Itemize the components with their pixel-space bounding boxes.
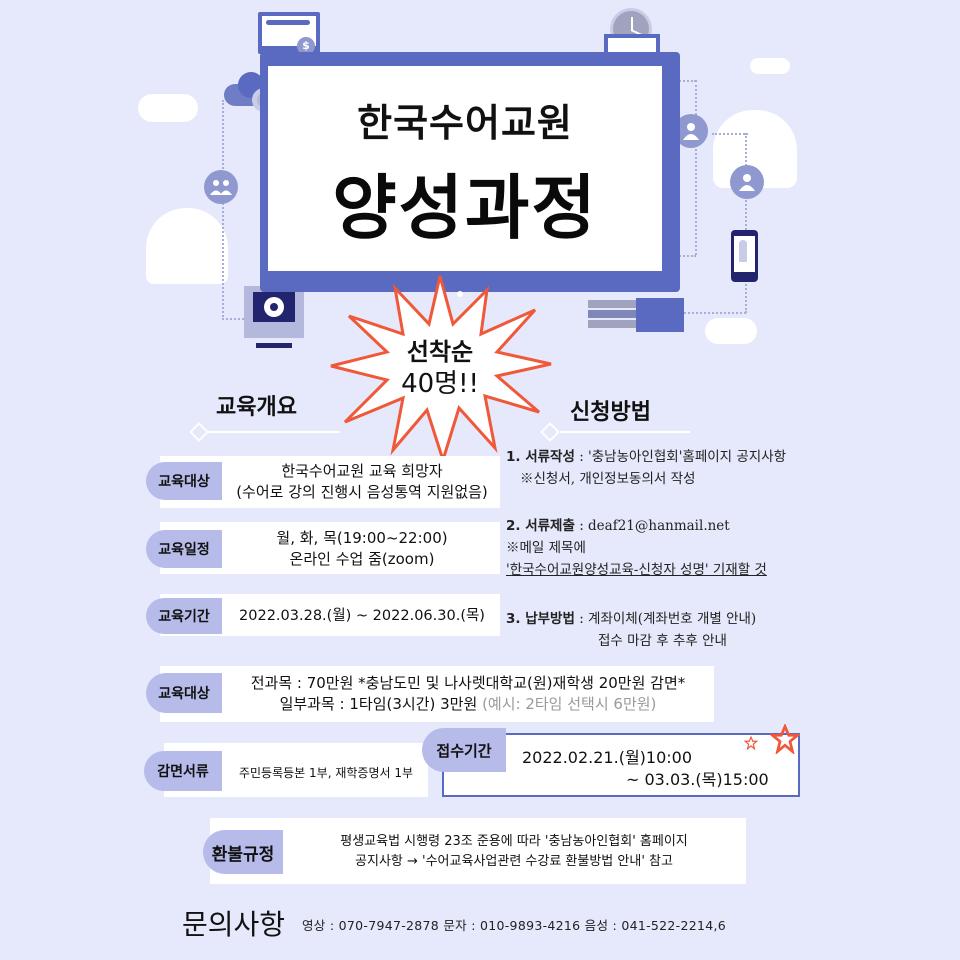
badge-line2: 40명!! bbox=[401, 369, 479, 399]
overview-divider bbox=[208, 431, 340, 433]
fee-text: 전과목 : 70만원 *충남도민 및 나사렛대학교(원)재학생 20만원 감면*… bbox=[250, 674, 686, 713]
screen-dot bbox=[457, 291, 463, 297]
laptop-icon bbox=[258, 12, 320, 54]
registration-period-tag: 접수기간 bbox=[422, 728, 506, 772]
apply-step-2: 2. 서류제출 : deaf21@hanmail.net ※메일 제목에 '한국… bbox=[506, 518, 767, 578]
badge-line1: 선착순 bbox=[406, 338, 474, 366]
first-come-badge-text: 선착순 40명!! bbox=[325, 336, 555, 400]
apply-step-3: 3. 납부방법 : 계좌이체(계좌번호 개별 안내) 접수 마감 후 추후 안내 bbox=[506, 611, 757, 649]
diamond-marker bbox=[189, 422, 209, 442]
refund-row bbox=[210, 818, 746, 884]
connector-line bbox=[680, 312, 746, 314]
star-icon bbox=[770, 724, 800, 754]
phone-rocket-icon bbox=[731, 230, 758, 282]
target-tag: 교육대상 bbox=[146, 462, 222, 500]
schedule-text: 월, 화, 목(19:00~22:00) 온라인 수업 줌(zoom) bbox=[276, 529, 448, 568]
connector-line bbox=[745, 133, 747, 313]
hero-monitor-screen bbox=[268, 66, 662, 271]
registration-start: 2022.02.21.(월)10:00 bbox=[522, 748, 693, 767]
user-icon bbox=[730, 165, 764, 199]
settings-monitor-icon bbox=[244, 286, 304, 338]
connector-line bbox=[695, 80, 697, 255]
documents-tag: 감면서류 bbox=[144, 751, 222, 791]
cloud-decoration bbox=[750, 58, 790, 74]
fee-tag: 교육대상 bbox=[146, 673, 222, 713]
email-link[interactable]: : deaf21@hanmail.net bbox=[579, 518, 730, 534]
period-tag: 교육기간 bbox=[146, 598, 222, 634]
refund-text: 평생교육법 시행령 23조 준용에 따라 '충남농아인협회' 홈페이지 공지사항… bbox=[340, 834, 688, 869]
books-lamp-icon bbox=[588, 268, 688, 332]
cloud-decoration bbox=[146, 208, 228, 284]
connector-line bbox=[222, 100, 224, 320]
schedule-tag: 교육일정 bbox=[146, 530, 222, 568]
fee-row bbox=[160, 666, 714, 722]
group-users-icon bbox=[204, 170, 238, 204]
overview-heading: 교육개요 bbox=[216, 395, 297, 420]
target-text: 한국수어교원 교육 희망자 (수어로 강의 진행시 음성통역 지원없음) bbox=[236, 462, 488, 501]
hero-title-line1: 한국수어교원 bbox=[357, 101, 573, 145]
connector-line bbox=[222, 318, 248, 320]
cloud-decoration bbox=[138, 94, 198, 122]
documents-text: 주민등록등본 1부, 재학증명서 1부 bbox=[238, 766, 414, 780]
refund-tag: 환불규정 bbox=[203, 830, 283, 874]
contact-title: 문의사항 bbox=[182, 908, 286, 941]
star-icon bbox=[744, 736, 758, 750]
contact-numbers: 영상 : 070-7947-2878 문자 : 010-9893-4216 음성… bbox=[302, 918, 727, 933]
hero-title-line2: 양성과정 bbox=[332, 167, 598, 249]
apply-step-1: 1. 서류작성 : '충남농아인협회'홈페이지 공지사항 ※신청서, 개인정보동… bbox=[506, 449, 787, 487]
apply-divider bbox=[560, 431, 690, 433]
connector-line bbox=[712, 133, 748, 135]
cloud-decoration bbox=[705, 318, 757, 344]
registration-end: ~ 03.03.(목)15:00 bbox=[626, 770, 769, 789]
apply-heading: 신청방법 bbox=[570, 400, 651, 425]
monitor-stand bbox=[256, 343, 292, 348]
period-text: 2022.03.28.(월) ~ 2022.06.30.(목) bbox=[239, 608, 485, 624]
dollar-coin-icon: $ bbox=[297, 37, 315, 55]
